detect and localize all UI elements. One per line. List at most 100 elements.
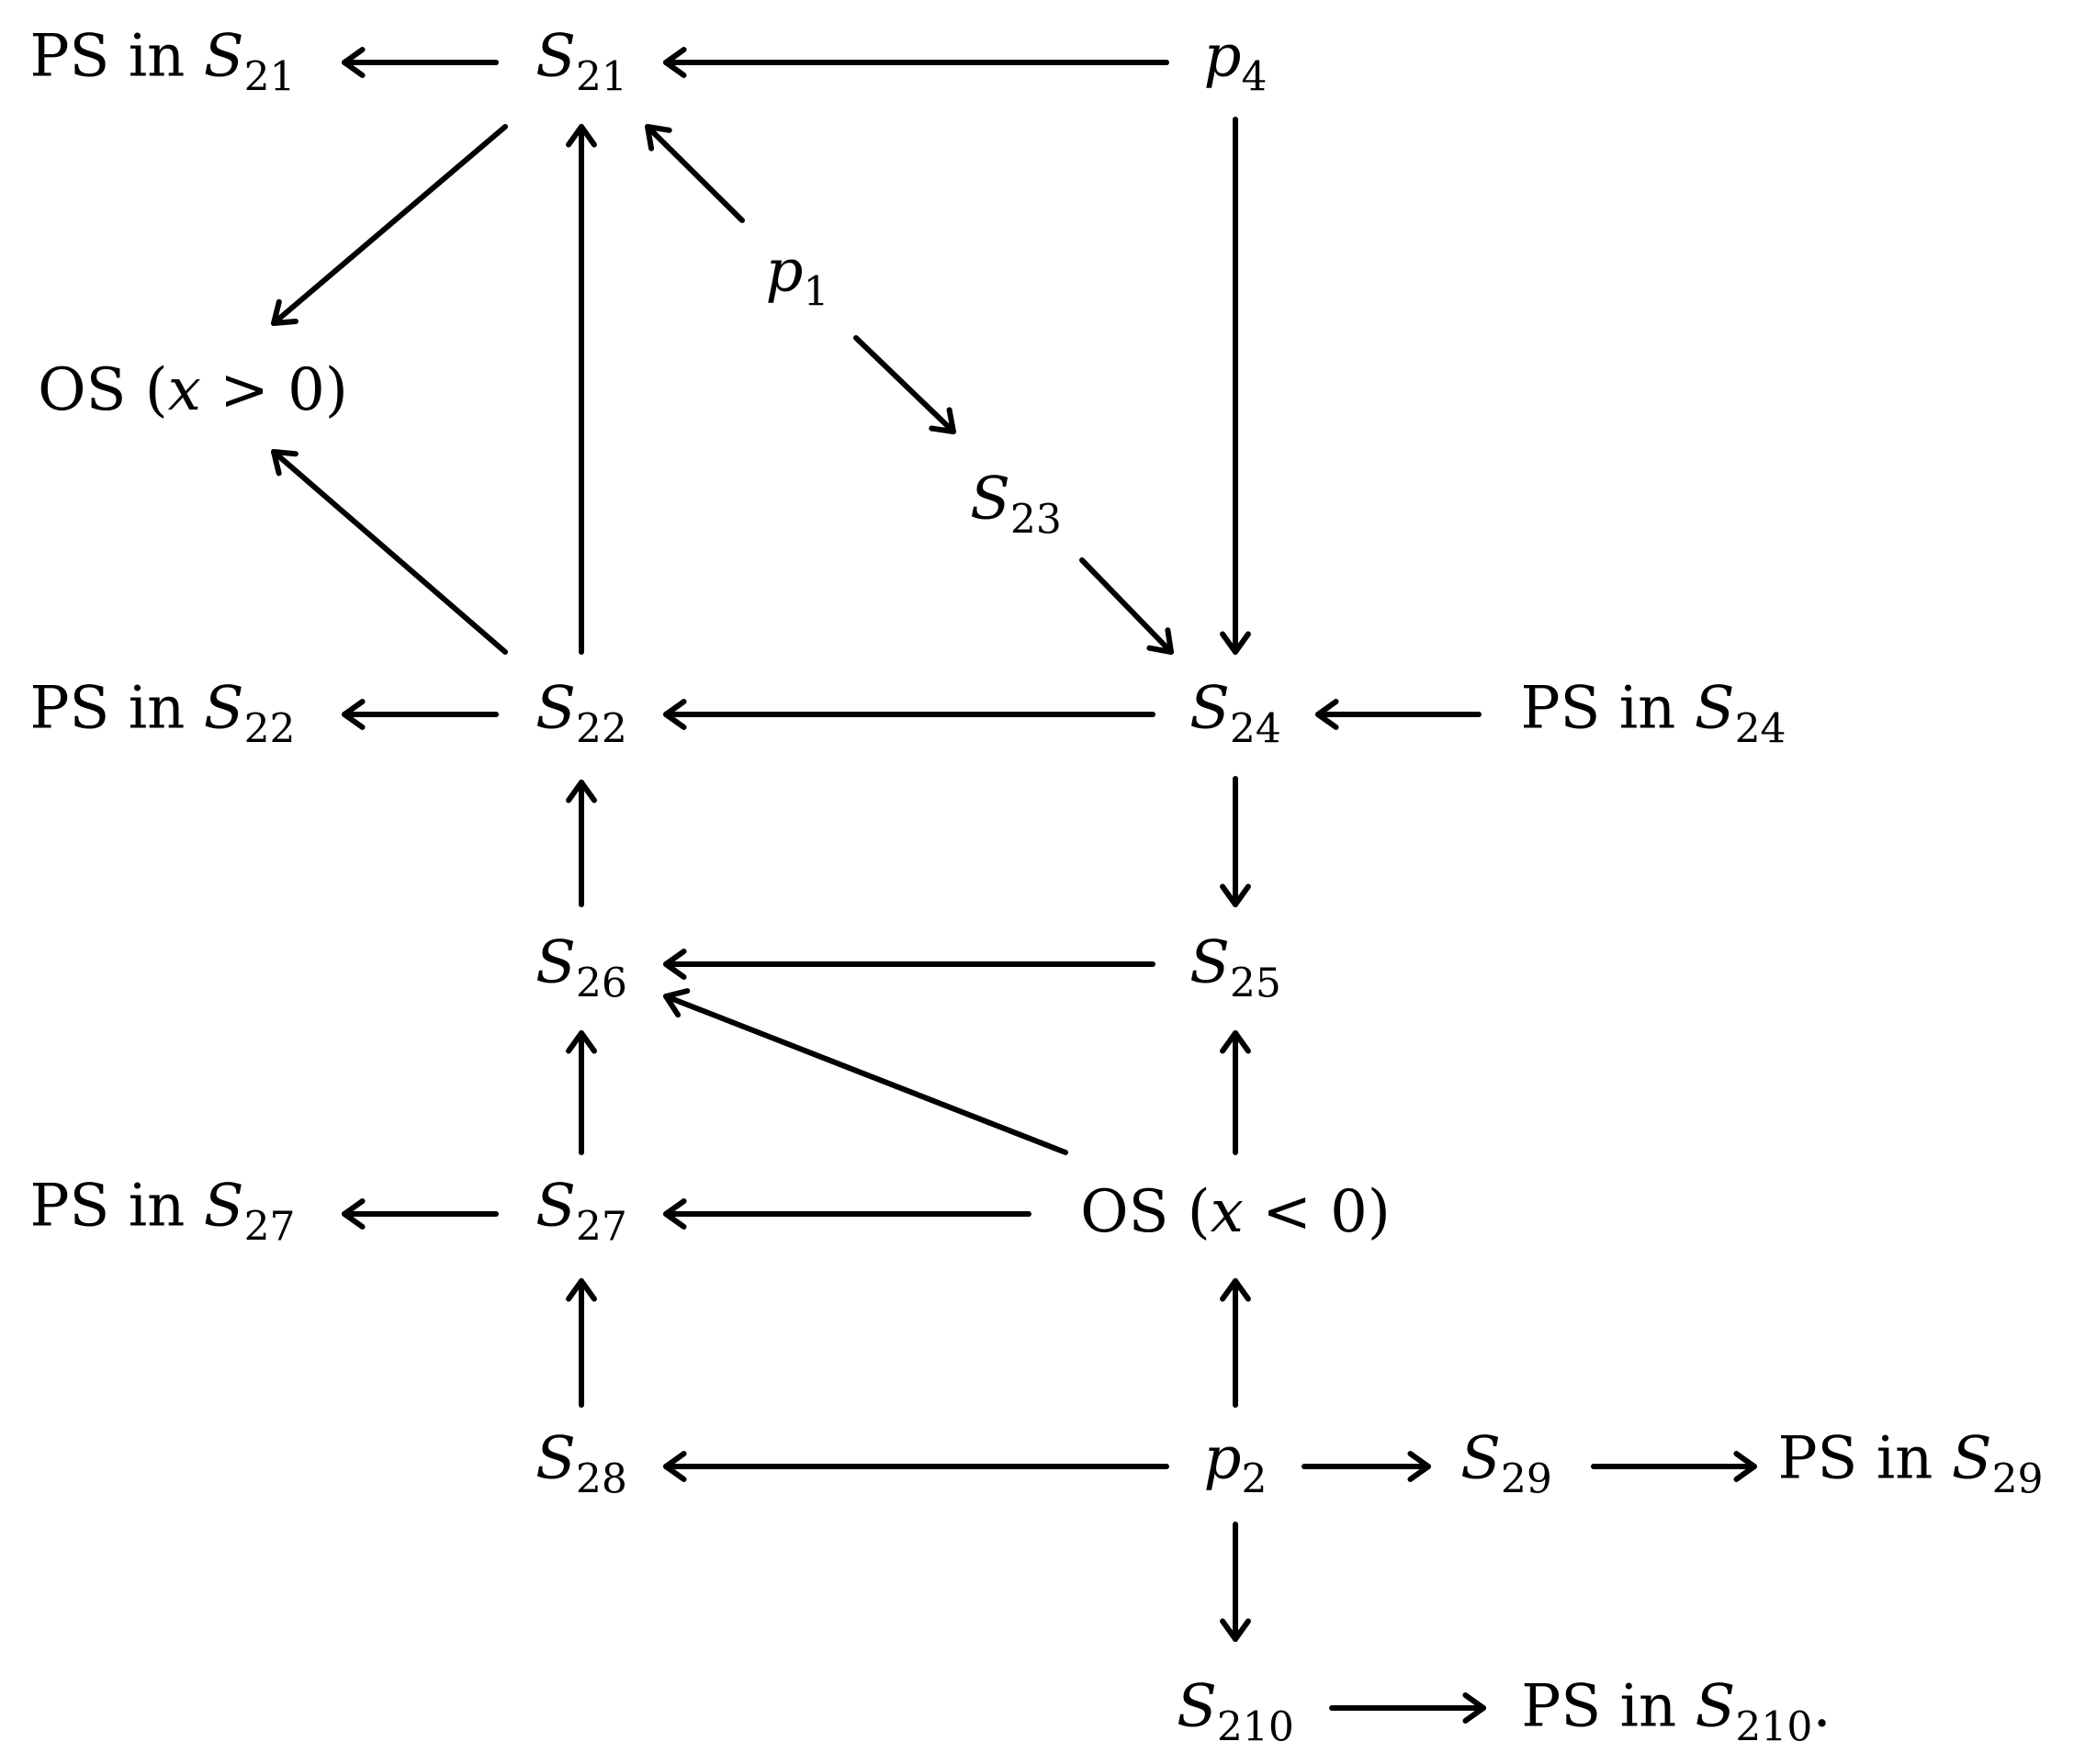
node-ps22: PS in S22 xyxy=(29,680,295,750)
node-variable: S xyxy=(535,674,576,743)
node-subscript: 27 xyxy=(243,1203,296,1251)
node-subscript: 24 xyxy=(1229,705,1281,753)
arrow-s25-to-s26 xyxy=(663,949,1155,980)
node-subscript: 24 xyxy=(1734,705,1786,753)
node-subscript: 21 xyxy=(243,53,296,101)
arrowhead xyxy=(1220,1278,1251,1302)
node-variable: S xyxy=(1189,674,1230,743)
node-osgt: OS (x > 0) xyxy=(38,361,348,420)
node-oslt: OS (x < 0) xyxy=(1080,1183,1391,1242)
arrow-s29-to-ps29 xyxy=(1591,1451,1757,1482)
arrowhead xyxy=(1462,1692,1486,1724)
arrow-s22-to-osgt xyxy=(271,449,508,655)
arrowhead xyxy=(1220,1030,1251,1054)
node-variable: p xyxy=(765,237,804,306)
arrowhead xyxy=(663,699,687,730)
node-subscript: 210 xyxy=(1735,1703,1813,1751)
arrow-oslt-to-s27 xyxy=(663,1198,1031,1230)
arrowhead xyxy=(1146,627,1174,655)
node-variable: S xyxy=(970,465,1010,534)
node-variable: S xyxy=(203,674,244,743)
node-subscript: 29 xyxy=(1500,1455,1552,1503)
arrow-ps24-to-s24 xyxy=(1315,699,1482,730)
node-ps21: PS in S21 xyxy=(29,28,295,98)
arrowhead xyxy=(1315,699,1339,730)
arrowhead xyxy=(566,780,597,803)
node-subscript: 29 xyxy=(1991,1455,2044,1503)
arrow-s26-to-s22 xyxy=(566,780,597,907)
node-variable: S xyxy=(1177,1672,1217,1741)
arrowhead xyxy=(1220,1618,1251,1642)
arrowhead xyxy=(342,699,366,730)
arrowhead xyxy=(566,124,597,148)
node-s26: S26 xyxy=(535,934,627,1005)
arrowhead xyxy=(1220,883,1251,907)
arrowhead xyxy=(342,1198,366,1230)
arrow-s21-to-ps21 xyxy=(342,47,499,78)
node-prefix: PS in xyxy=(1777,1424,1952,1493)
arrowhead xyxy=(566,1030,597,1054)
arrowhead xyxy=(645,124,672,152)
node-s23: S23 xyxy=(970,470,1062,541)
node-prefix: PS in xyxy=(29,1172,204,1241)
arrow-p2-to-s210 xyxy=(1220,1522,1251,1642)
arrow-p1-to-s21 xyxy=(645,124,745,223)
node-ps29: PS in S29 xyxy=(1777,1430,2043,1500)
arrowhead xyxy=(663,988,691,1018)
arrowhead xyxy=(566,1278,597,1302)
node-subscript: 23 xyxy=(1009,496,1062,544)
arrowhead xyxy=(1407,1451,1431,1482)
node-ps24: PS in S24 xyxy=(1520,680,1786,750)
node-variable: S xyxy=(1951,1424,1992,1493)
node-p4: p4 xyxy=(1204,28,1268,98)
arrow-s23-to-s24 xyxy=(1079,557,1174,655)
node-p1: p1 xyxy=(766,242,829,313)
node-s210: S210 xyxy=(1177,1678,1294,1748)
arrow-s27-to-s26 xyxy=(566,1030,597,1155)
arrowhead xyxy=(1733,1451,1757,1482)
node-variable: p xyxy=(1203,1424,1242,1493)
node-subscript: 21 xyxy=(575,53,627,101)
arrow-p4-to-s21 xyxy=(663,47,1169,78)
node-variable: S xyxy=(1694,674,1735,743)
node-prefix: PS in xyxy=(29,674,204,743)
node-s27: S27 xyxy=(535,1177,627,1248)
arrow-s24-to-s25 xyxy=(1220,776,1251,907)
node-variable: S xyxy=(203,1172,244,1241)
arrowhead xyxy=(929,407,956,434)
arrow-p2-to-oslt xyxy=(1220,1278,1251,1408)
node-s25: S25 xyxy=(1189,934,1281,1005)
node-subscript: 22 xyxy=(243,705,296,753)
arrow-s22-to-ps22 xyxy=(342,699,499,730)
arrowhead xyxy=(342,47,366,78)
node-variable: S xyxy=(1695,1672,1736,1741)
node-p2: p2 xyxy=(1204,1430,1268,1500)
arrow-s27-to-ps27 xyxy=(342,1198,499,1230)
node-variable: p xyxy=(1203,22,1242,91)
arrow-p4-to-s24 xyxy=(1220,117,1251,655)
node-prefix: PS in xyxy=(1521,1672,1696,1741)
arrow-p2-to-s29 xyxy=(1302,1451,1431,1482)
arrow-s210-to-ps210 xyxy=(1329,1692,1486,1724)
node-variable: S xyxy=(535,22,576,91)
node-subscript: 210 xyxy=(1216,1703,1294,1751)
arrowhead xyxy=(1220,631,1251,655)
node-prefix: PS in xyxy=(29,22,204,91)
node-ps27: PS in S27 xyxy=(29,1177,295,1248)
node-label: OS (x > 0) xyxy=(38,356,348,424)
node-subscript: 28 xyxy=(575,1455,627,1503)
arrowhead xyxy=(271,298,299,326)
node-variable: S xyxy=(1189,928,1230,997)
node-s29: S29 xyxy=(1460,1430,1552,1500)
arrowhead xyxy=(271,449,299,477)
node-subscript: 2 xyxy=(1241,1455,1268,1503)
arrowhead xyxy=(663,1451,687,1482)
arrow-s28-to-s27 xyxy=(566,1278,597,1408)
node-variable: S xyxy=(535,1424,576,1493)
node-s28: S28 xyxy=(535,1430,627,1500)
node-variable: S xyxy=(203,22,244,91)
node-variable: S xyxy=(535,1172,576,1241)
node-prefix: PS in xyxy=(1520,674,1695,743)
